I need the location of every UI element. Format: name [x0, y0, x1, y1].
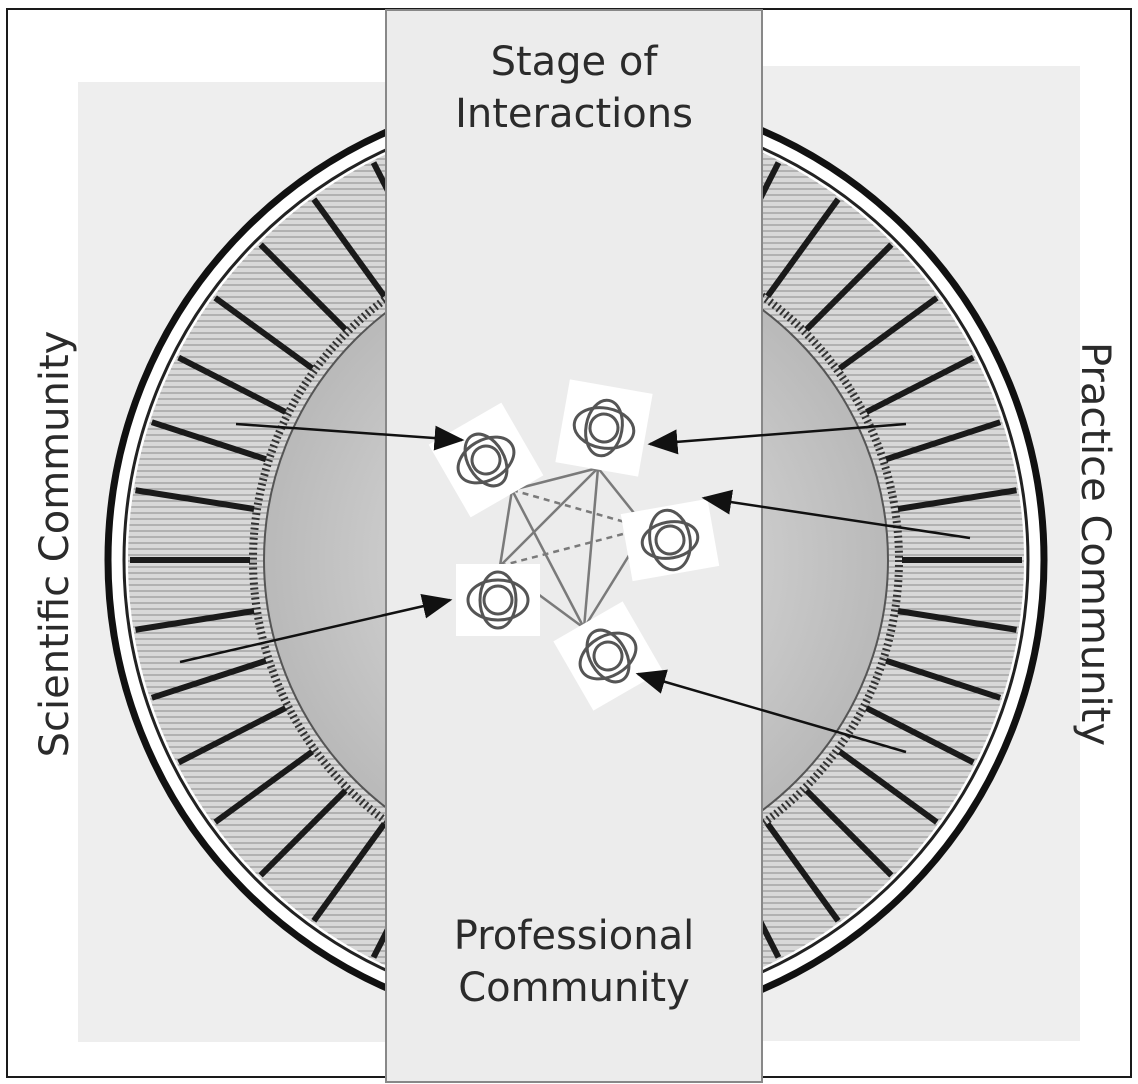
seat-divider — [865, 705, 975, 766]
network-edge — [511, 488, 647, 530]
person-topview-icon — [578, 628, 638, 684]
seat-divider — [897, 487, 1017, 512]
seat-divider — [213, 295, 315, 371]
seat-divider — [135, 487, 255, 512]
seat-divider — [258, 788, 348, 878]
person-topview-icon — [640, 508, 700, 572]
network-edge — [499, 467, 599, 567]
stage-title: Stage of Interactions — [386, 36, 762, 140]
seat-divider — [177, 705, 287, 766]
seat-divider — [885, 419, 1002, 463]
stage-title-line2: Interactions — [455, 91, 693, 137]
participant-3 — [620, 498, 720, 582]
network-edge — [499, 526, 647, 568]
arrow-scientific-bottom — [179, 593, 453, 664]
seat-divider — [804, 788, 894, 878]
scientific-community-label: Scientific Community — [32, 330, 78, 758]
seat-divider — [150, 657, 267, 701]
person-topview-icon — [572, 398, 636, 458]
practice-community-label: Practice Community — [1072, 342, 1118, 746]
seat-divider — [765, 821, 841, 923]
seat-divider — [135, 608, 255, 633]
network-edge — [498, 489, 514, 567]
participant-5 — [553, 601, 663, 711]
arrow-practice-bottom — [635, 669, 907, 754]
network-edge — [510, 489, 586, 629]
seat-divider — [258, 242, 348, 332]
network-edge — [511, 466, 599, 492]
seat-divider — [865, 354, 975, 415]
person-topview-icon — [466, 570, 530, 630]
arrow-practice-middle — [701, 489, 971, 540]
participant-4 — [456, 564, 540, 636]
seat-divider — [897, 608, 1017, 633]
professional-community-label: Professional Community — [386, 910, 762, 1014]
seat-divider — [804, 242, 894, 332]
seat-divider — [213, 749, 315, 825]
professional-line2: Community — [458, 965, 690, 1011]
network-edge — [582, 467, 600, 629]
arrow-practice-top — [647, 422, 907, 455]
seat-divider — [765, 197, 841, 299]
influence-arrows — [179, 422, 971, 754]
seat-divider — [311, 821, 387, 923]
seat-divider — [177, 354, 287, 415]
arrow-scientific-top — [235, 422, 465, 451]
seat-divider — [837, 295, 939, 371]
seat-divider — [885, 657, 1002, 701]
professional-line1: Professional — [453, 913, 695, 959]
seat-divider — [837, 749, 939, 825]
person-topview-icon — [456, 432, 516, 488]
seat-divider — [311, 197, 387, 299]
participant-2 — [555, 379, 653, 477]
seat-divider — [150, 419, 267, 463]
stage-title-line1: Stage of — [490, 39, 658, 85]
